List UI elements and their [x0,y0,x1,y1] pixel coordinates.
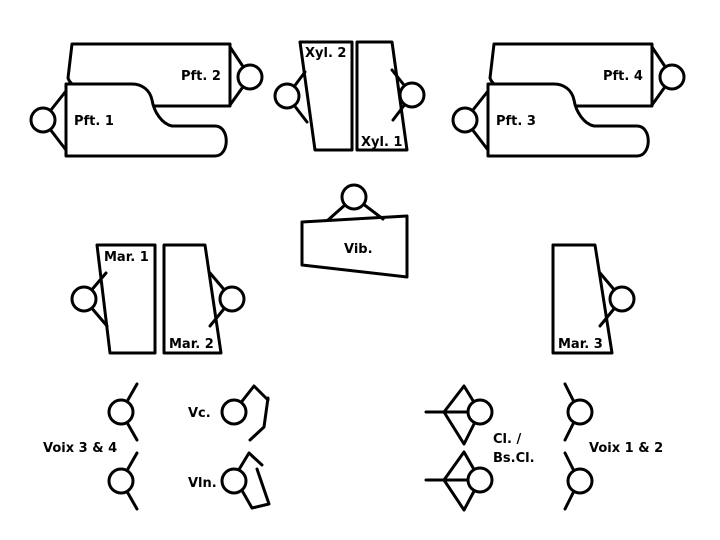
xylophone-1-shape [355,40,409,152]
marimba-1-player-figure [70,271,109,328]
voice-3-figure [107,382,139,442]
vibraphone-player-figure [326,183,385,222]
piano-group-right: Pft. 4 Pft. 3 [451,42,686,158]
marimba-3-shape [551,243,614,355]
mar-3-label: Mar. 3 [558,337,603,352]
marimba-3-player-figure [598,271,636,328]
marimba-group-right: Mar. 3 [551,243,636,355]
piano-group-left: Pft. 2 Pft. 1 [29,42,264,158]
mar-2-label: Mar. 2 [169,337,214,352]
pianist-2-figure [228,45,264,107]
marimba-1-shape [95,243,157,355]
vibraphone-group: Vib. [300,183,409,279]
pft-3-label: Pft. 3 [496,114,536,129]
voice-1-figure [563,382,594,442]
cl-label: Cl. / [493,432,521,447]
xylophone-2-player-figure [273,70,309,124]
mar-1-label: Mar. 1 [104,250,149,265]
voices-1-2-group: Voix 1 & 2 [563,382,663,511]
pft-2-label: Pft. 2 [181,69,221,84]
bass-clarinet-player-figure [424,450,494,512]
bscl-label: Bs.Cl. [493,451,535,466]
vc-label: Vc. [188,406,211,421]
clarinet-player-figure [424,384,494,446]
pft-4-label: Pft. 4 [603,69,643,84]
pianist-3-figure [451,89,490,152]
vln-label: Vln. [188,476,217,491]
voice-2-figure [563,451,594,511]
pianist-1-figure [29,89,68,152]
voix-1-2-label: Voix 1 & 2 [589,441,663,456]
vib-label: Vib. [344,242,373,257]
strings-group: Vc. Vln. [188,384,271,510]
clarinet-group: Cl. / Bs.Cl. [424,384,535,512]
voix-3-4-label: Voix 3 & 4 [43,441,117,456]
pianist-4-figure [650,45,686,107]
cellist-figure [220,384,270,442]
voice-4-figure [107,451,139,511]
xylophone-2-shape [298,40,354,152]
violinist-figure [220,451,271,510]
voices-3-4-group: Voix 3 & 4 [43,382,139,511]
marimba-group-left: Mar. 1 Mar. 2 [70,243,246,355]
xyl-1-label: Xyl. 1 [361,135,402,150]
piano-1-shape [64,82,228,158]
xylophone-1-player-figure [390,68,426,122]
xylophone-group: Xyl. 2 Xyl. 1 [273,40,426,152]
vibraphone-shape [300,214,409,279]
pft-1-label: Pft. 1 [74,114,114,129]
marimba-2-shape [162,243,223,355]
piano-3-shape [486,82,650,158]
marimba-2-player-figure [208,271,246,328]
xyl-2-label: Xyl. 2 [305,46,346,61]
